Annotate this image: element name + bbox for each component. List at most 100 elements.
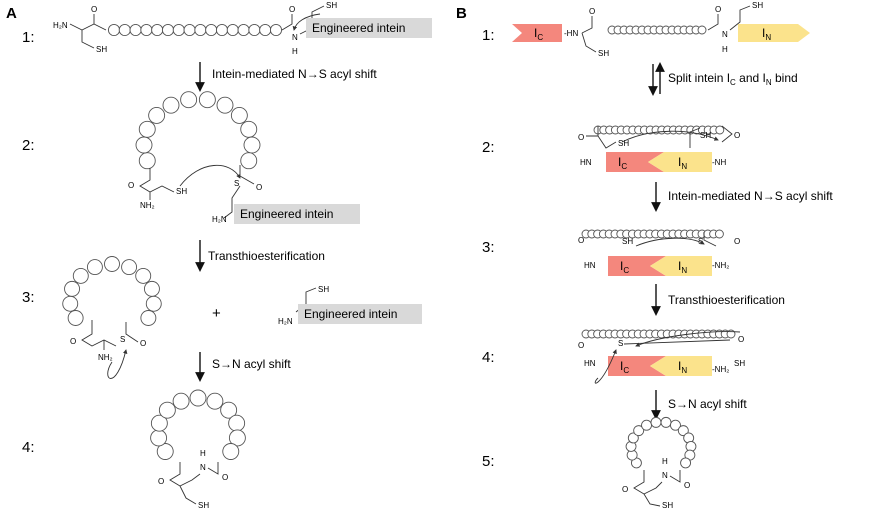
a3-o2: O (140, 339, 146, 348)
a1beads-bead (118, 23, 131, 37)
a4beads-bead (222, 443, 240, 460)
b-step-2: 2: (482, 139, 495, 156)
a3beads-bead (72, 267, 89, 284)
a2beads-bead (240, 120, 258, 138)
a4-o: O (158, 477, 164, 486)
a4-bead-ring (150, 389, 246, 460)
a4-cyclic-product: H N O O SH (150, 389, 246, 510)
a3beads-bead (135, 267, 152, 284)
b4-sh: SH (734, 359, 745, 368)
a1beads-bead (140, 23, 153, 37)
a1beads-bead (248, 23, 261, 37)
a3beads-bead (86, 259, 103, 276)
a2-bead-ring (135, 91, 261, 170)
a4beads-bead (189, 389, 207, 407)
a1-o: O (91, 5, 97, 14)
a2-h2n: H₂N (212, 215, 227, 224)
b1-o: O (589, 7, 595, 16)
a2-intein-box (234, 204, 360, 224)
a3-bead-ring (62, 256, 162, 326)
b5-o: O (622, 485, 628, 494)
b3-thioester: IC IN HN -NH₂ O SH S O (578, 229, 740, 276)
a-step-1: 1: (22, 29, 35, 46)
b4-o2: O (738, 335, 744, 344)
a1-intein-box (306, 18, 432, 38)
b5beads-bead (677, 425, 689, 437)
b5-n: N (662, 471, 668, 480)
a1beads-bead (161, 23, 175, 37)
a-transition-3: S→N acyl shift (212, 357, 291, 371)
b5beads-bead (660, 416, 672, 428)
b1-bead-chain (607, 25, 707, 35)
a4beads-bead (220, 401, 238, 419)
a3beads-bead (67, 310, 84, 326)
a2beads-bead (138, 120, 156, 138)
b4-o: O (578, 341, 584, 350)
a2beads-bead (216, 96, 234, 114)
b3-hn: HN (584, 261, 596, 270)
b-transition-1: Split intein IC and IN bind (668, 71, 798, 87)
a1-n: N (292, 33, 298, 42)
a-transition-1: Intein-mediated N→S acyl shift (212, 67, 377, 81)
b5-bead-ring (625, 416, 697, 469)
b4-bead-chain (581, 329, 736, 339)
b5beads-bead (641, 419, 652, 431)
a2beads-bead (230, 106, 248, 124)
a1-h: H (292, 47, 298, 56)
a3beads-bead (143, 280, 160, 297)
b4-ic-segment (608, 356, 666, 376)
a-plus: + (212, 305, 221, 322)
a4beads-bead (156, 443, 174, 460)
a3beads-bead (104, 256, 120, 272)
a1-bead-chain (107, 23, 283, 37)
a3-intein-label: Engineered intein (304, 307, 397, 321)
b-step-1: 1: (482, 27, 495, 44)
a3-intein-box (298, 304, 422, 324)
a1beads-bead (107, 23, 121, 37)
b1beads-bead (697, 25, 707, 35)
a2-sh: SH (176, 187, 187, 196)
a2beads-bead (148, 106, 166, 124)
b2-sh: SH (618, 139, 629, 148)
b4-nh2: -NH₂ (712, 365, 729, 374)
panel-a-label: A (6, 5, 17, 22)
a3beads-bead (62, 295, 79, 312)
b2-o: O (578, 133, 584, 142)
b2-hn: HN (580, 158, 592, 167)
a-step-2: 2: (22, 137, 35, 154)
b5beads-bead (680, 457, 692, 469)
b4-hn: HN (584, 359, 596, 368)
a1beads-bead (205, 23, 218, 37)
a2beads-bead (135, 136, 153, 154)
b-transition-2: Intein-mediated N→S acyl shift (668, 189, 833, 203)
a2beads-bead (138, 152, 156, 170)
b1-in-segment (738, 24, 810, 42)
a3beads-bead (64, 280, 81, 297)
a1beads-bead (172, 23, 185, 37)
b3-ic-segment (608, 256, 666, 276)
a1-o2: O (289, 5, 295, 14)
b1-ic-segment (512, 24, 562, 42)
a3beads-bead (145, 295, 162, 312)
a4-o2: O (222, 473, 228, 482)
a1-intein-label: Engineered intein (312, 21, 405, 35)
b5beads-bead (650, 416, 662, 428)
b2-in-segment (648, 152, 712, 172)
b3-nh2: -NH₂ (712, 261, 729, 270)
a1beads-bead (183, 23, 196, 37)
a1beads-bead (226, 23, 239, 37)
a2beads-bead (162, 96, 180, 114)
a3-free-intein: SH H₂N Engineered intein (278, 285, 422, 326)
a4beads-bead (150, 429, 168, 447)
b5-sh: SH (662, 501, 673, 510)
b1-ic: IC (534, 26, 543, 42)
b-step-4: 4: (482, 349, 495, 366)
b3-o2: O (734, 237, 740, 246)
a3-s: S (120, 335, 125, 344)
a2-o: O (128, 181, 134, 190)
b5beads-bead (633, 425, 645, 437)
a3-o: O (70, 337, 76, 346)
a3-nh2: NH₂ (98, 353, 113, 362)
a1beads-bead (129, 23, 142, 37)
